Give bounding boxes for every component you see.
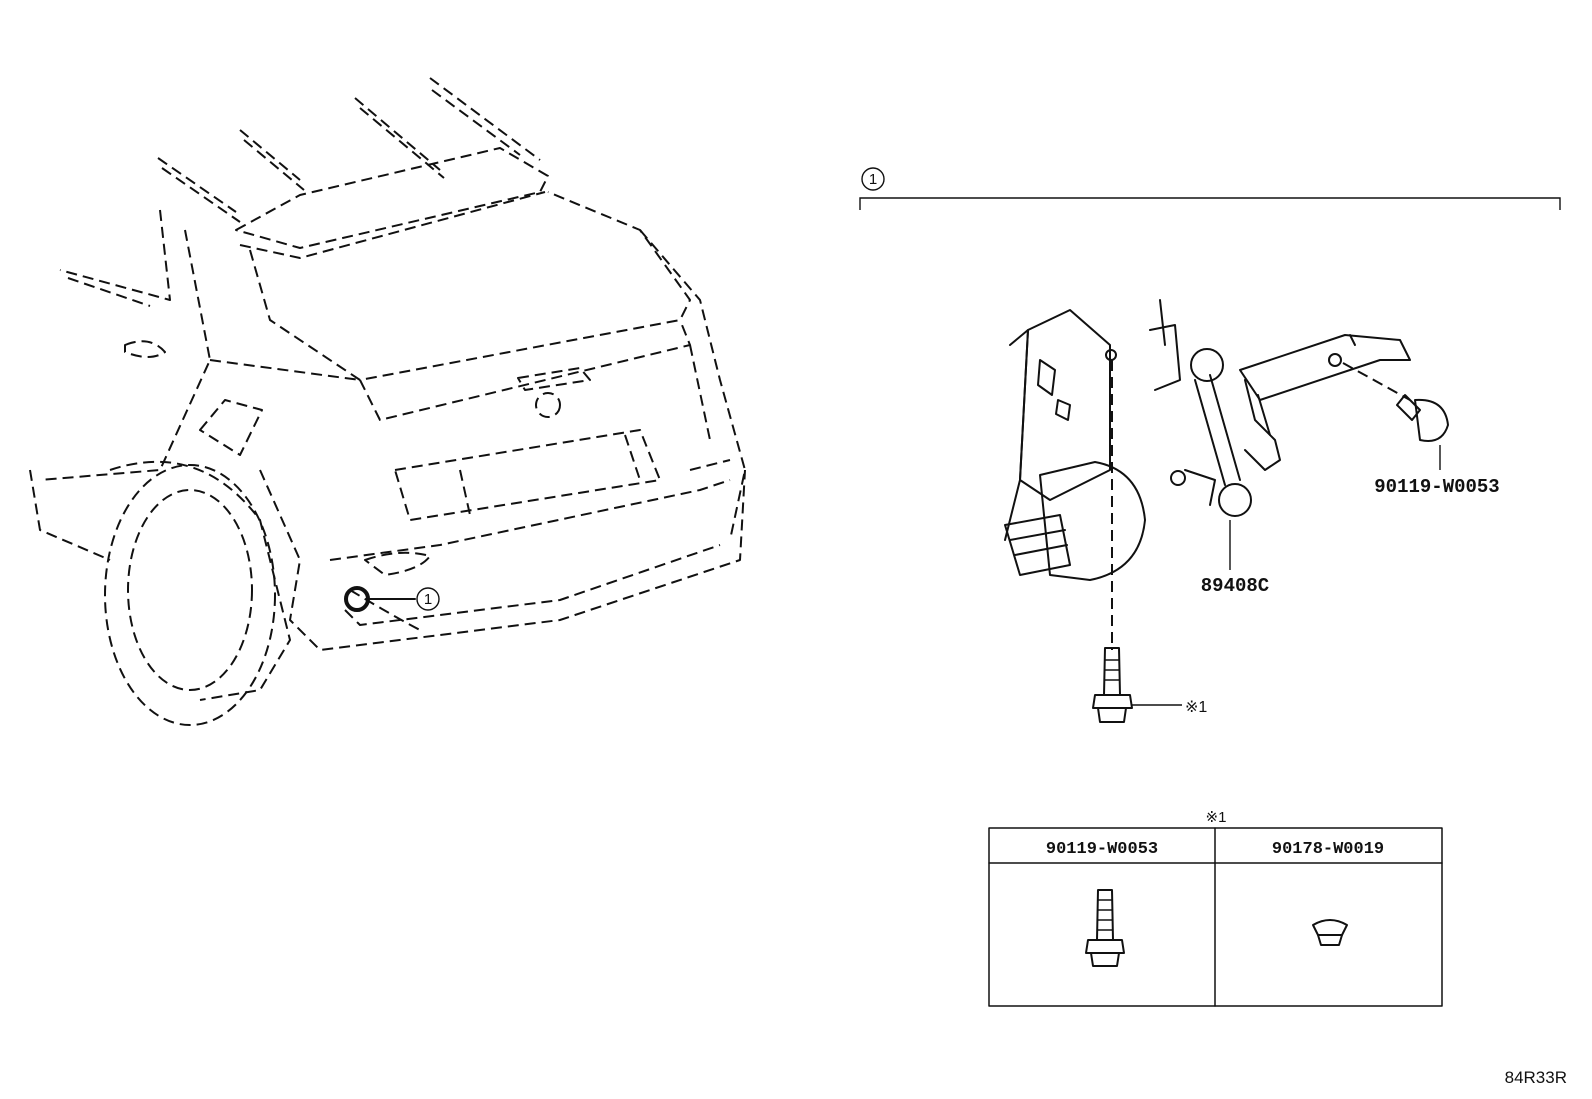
part-label-bolt-upper: 90119-W0053: [1374, 476, 1499, 498]
lower-bolt-icon: [1092, 647, 1133, 723]
group-bracket: 1: [859, 167, 1561, 210]
sensor-location-marker: [344, 586, 370, 612]
diagram-code: 84R33R: [1505, 1068, 1567, 1087]
part-label-bolt-lower-ref: ※1: [1185, 699, 1207, 716]
svg-text:1: 1: [424, 591, 432, 608]
variant-table-title: ※1: [1206, 809, 1227, 826]
svg-text:1: 1: [869, 171, 877, 188]
variant-column-header-2: 90178-W0019: [1272, 840, 1384, 859]
callout-1-vehicle: 1: [416, 587, 440, 611]
vehicle-rear-illustration: [29, 77, 746, 726]
clip-nut-icon: [1312, 919, 1348, 946]
flange-bolt-icon: [1396, 394, 1449, 470]
variant-table: ※1 90119-W0053 90178-W0019: [988, 809, 1443, 1007]
bolt-axis-line-upper: [1342, 362, 1411, 401]
height-sensor-assembly: [1004, 299, 1411, 581]
variant-column-header-1: 90119-W0053: [1046, 840, 1158, 859]
part-label-sensor: 89408C: [1201, 575, 1269, 597]
flange-bolt-icon: [1085, 889, 1125, 967]
